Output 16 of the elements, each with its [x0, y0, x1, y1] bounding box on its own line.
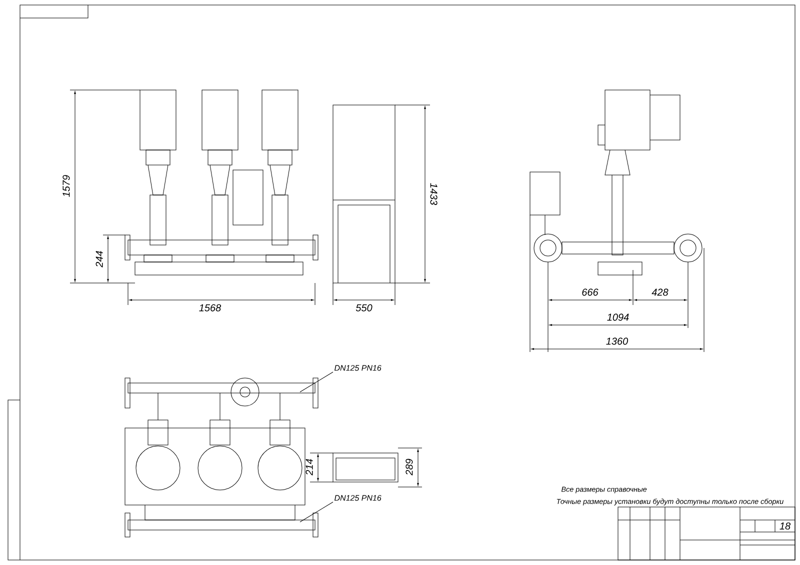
dimension-value: 666 — [582, 288, 598, 296]
leader-line — [300, 502, 334, 522]
dimension-value: 1568 — [199, 304, 222, 312]
dimension-value: 1094 — [607, 314, 629, 321]
dimension-value: 1360 — [606, 338, 628, 345]
leader-text: DN125 PN16 — [334, 495, 382, 501]
dimension-value: 289 — [406, 458, 413, 476]
sheet-number: 18 — [780, 522, 791, 530]
dimension-value: 1433 — [430, 183, 438, 206]
dimension-value: 1579 — [62, 175, 70, 197]
dimension-value: 214 — [306, 459, 313, 476]
dimension-value: 550 — [356, 304, 372, 312]
dimension-value: 244 — [96, 251, 103, 268]
dimension-value: 428 — [652, 288, 668, 296]
leader-text: DN125 PN16 — [334, 365, 382, 371]
leader-line — [300, 372, 334, 392]
